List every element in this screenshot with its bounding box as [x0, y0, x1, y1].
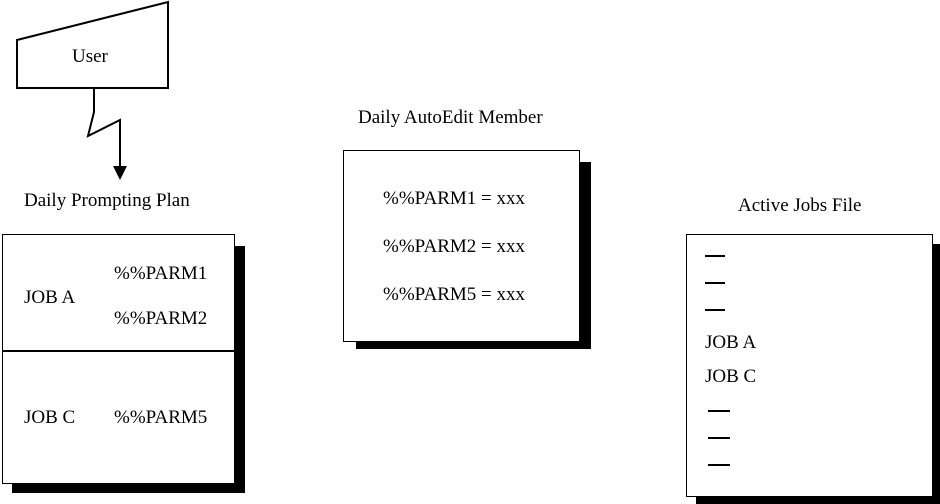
active-jobs-title: Active Jobs File [738, 195, 862, 216]
user-input-shape [16, 0, 169, 89]
active-jobs-entry-dash [708, 464, 730, 466]
plan-row-job-a-parm1: %%PARM1 [114, 263, 208, 284]
user-label: User [72, 46, 108, 67]
active-jobs-job-a: JOB A [705, 332, 757, 353]
active-jobs-entry-dash [708, 410, 730, 412]
prompting-plan-divider [2, 350, 235, 352]
active-jobs-entry-dash [705, 255, 725, 257]
autoedit-line-parm1: %%PARM1 = xxx [383, 188, 525, 209]
plan-row-job-c-parm5: %%PARM5 [114, 407, 208, 428]
active-jobs-entry-dash [705, 309, 725, 311]
plan-row-job-a-parm2: %%PARM2 [114, 308, 208, 329]
plan-row-job-c: JOB C [24, 407, 76, 428]
autoedit-line-parm2: %%PARM2 = xxx [383, 236, 525, 257]
autoedit-title: Daily AutoEdit Member [358, 107, 543, 128]
active-jobs-job-c: JOB C [705, 366, 757, 387]
autoedit-box [343, 150, 580, 342]
prompting-plan-title: Daily Prompting Plan [24, 190, 190, 211]
prompting-plan-box [2, 234, 235, 484]
plan-row-job-a: JOB A [24, 287, 76, 308]
active-jobs-box [686, 234, 933, 497]
active-jobs-entry-dash [708, 437, 730, 439]
active-jobs-entry-dash [705, 282, 725, 284]
autoedit-line-parm5: %%PARM5 = xxx [383, 284, 525, 305]
